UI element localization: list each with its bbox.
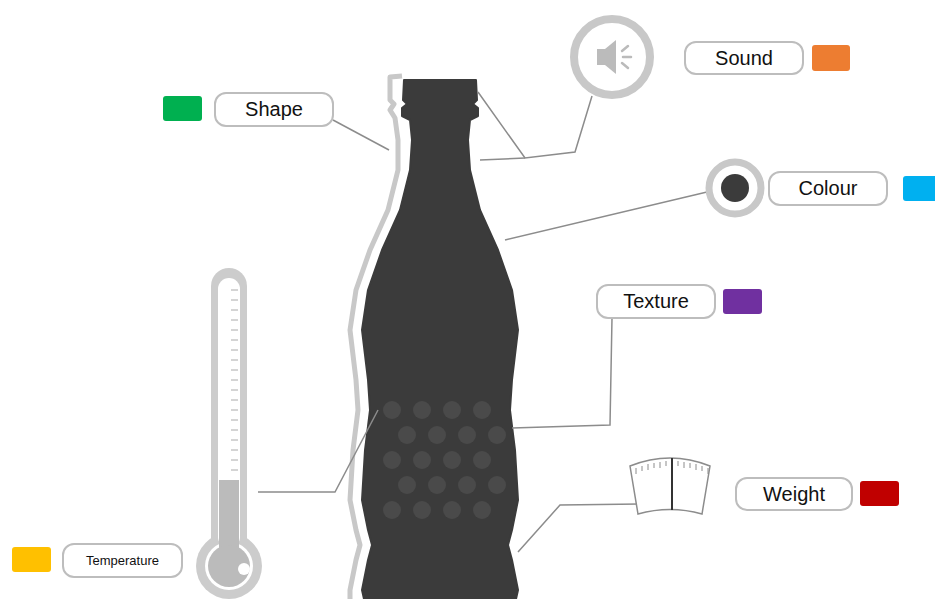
label-pill: Temperature [62,543,183,578]
legend-swatch [812,45,850,71]
leader-line [512,318,612,428]
legend-swatch [723,289,762,314]
leader-line [518,504,640,552]
label-pill: Weight [735,477,853,511]
sound-icon [574,19,650,95]
legend-text: Colour [799,177,858,200]
legend-text: Sound [715,47,773,70]
bottle-silhouette [362,80,518,599]
leader-line [480,158,525,160]
legend-swatch [12,547,51,572]
leader-line [258,410,378,492]
label-pill: Shape [214,92,334,127]
legend-text: Weight [763,483,825,506]
leader-line [478,92,592,158]
legend-text: Shape [245,98,303,121]
leader-line [333,120,389,150]
legend-text: Temperature [86,553,159,568]
leader-line [505,192,707,240]
colour-icon [709,162,761,214]
label-pill: Sound [684,41,804,75]
label-pill: Colour [768,171,888,206]
legend-text: Texture [623,290,689,313]
legend-swatch [163,96,202,121]
thermometer-icon [196,268,262,599]
label-pill: Texture [596,284,716,319]
texture-dots [383,401,506,519]
scale-icon [630,458,710,514]
legend-swatch [903,176,935,201]
legend-swatch [860,481,899,506]
